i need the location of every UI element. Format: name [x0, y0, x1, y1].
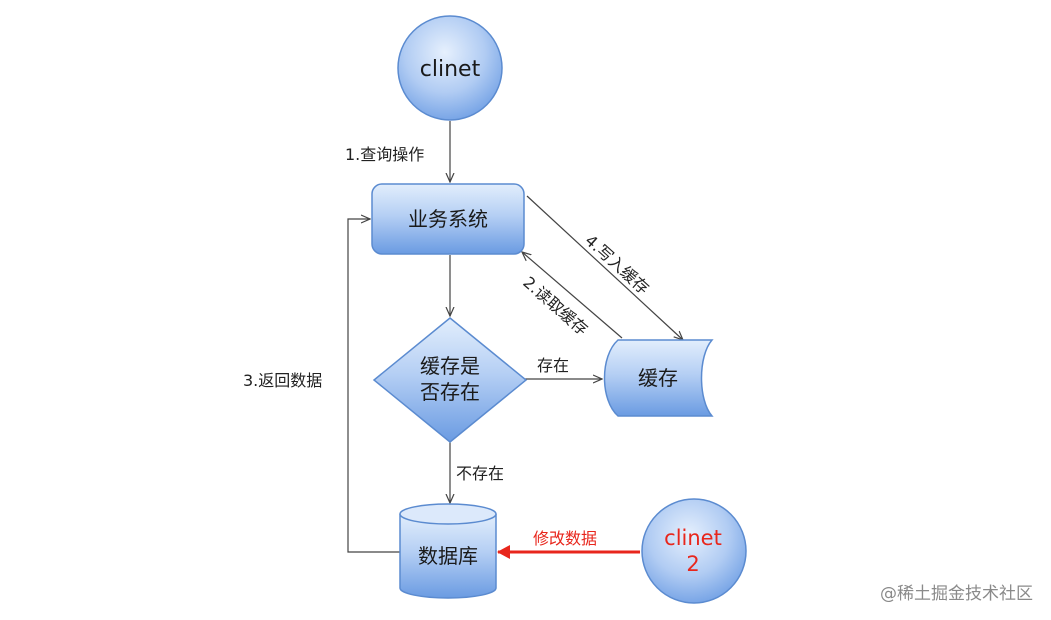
node-decision-line1: 缓存是: [420, 354, 480, 378]
edge-exists-label: 存在: [537, 356, 569, 375]
edge-write-cache-label: 4.写入缓存: [581, 231, 653, 298]
edge-return-data-label: 3.返回数据: [243, 371, 322, 390]
edge-not-exists-label: 不存在: [456, 464, 504, 483]
node-database: 数据库: [399, 503, 497, 599]
edge-return-data: [347, 219, 400, 553]
node-client2: clinet 2: [641, 498, 747, 604]
edge-write-cache: [526, 195, 683, 340]
edge-read-cache-label: 2.读取缓存: [519, 273, 591, 339]
node-business-label: 业务系统: [408, 207, 488, 231]
node-business-system: 业务系统: [371, 183, 525, 255]
node-cache-label: 缓存: [638, 366, 678, 390]
watermark: @稀土掘金技术社区: [880, 584, 1033, 604]
node-decision-line2: 否存在: [420, 380, 480, 404]
edge-query-label: 1.查询操作: [345, 145, 424, 164]
node-cache-exists-decision: 缓存是 否存在: [372, 317, 528, 443]
node-client1-label: clinet: [420, 57, 481, 82]
node-client1: clinet: [397, 15, 503, 121]
node-database-label: 数据库: [418, 544, 478, 568]
node-client2-line1: clinet: [664, 526, 722, 550]
node-cache: 缓存: [603, 339, 714, 417]
edge-modify-data-label: 修改数据: [533, 529, 597, 548]
node-client2-line2: 2: [686, 552, 699, 576]
edge-read-cache: [522, 252, 623, 339]
